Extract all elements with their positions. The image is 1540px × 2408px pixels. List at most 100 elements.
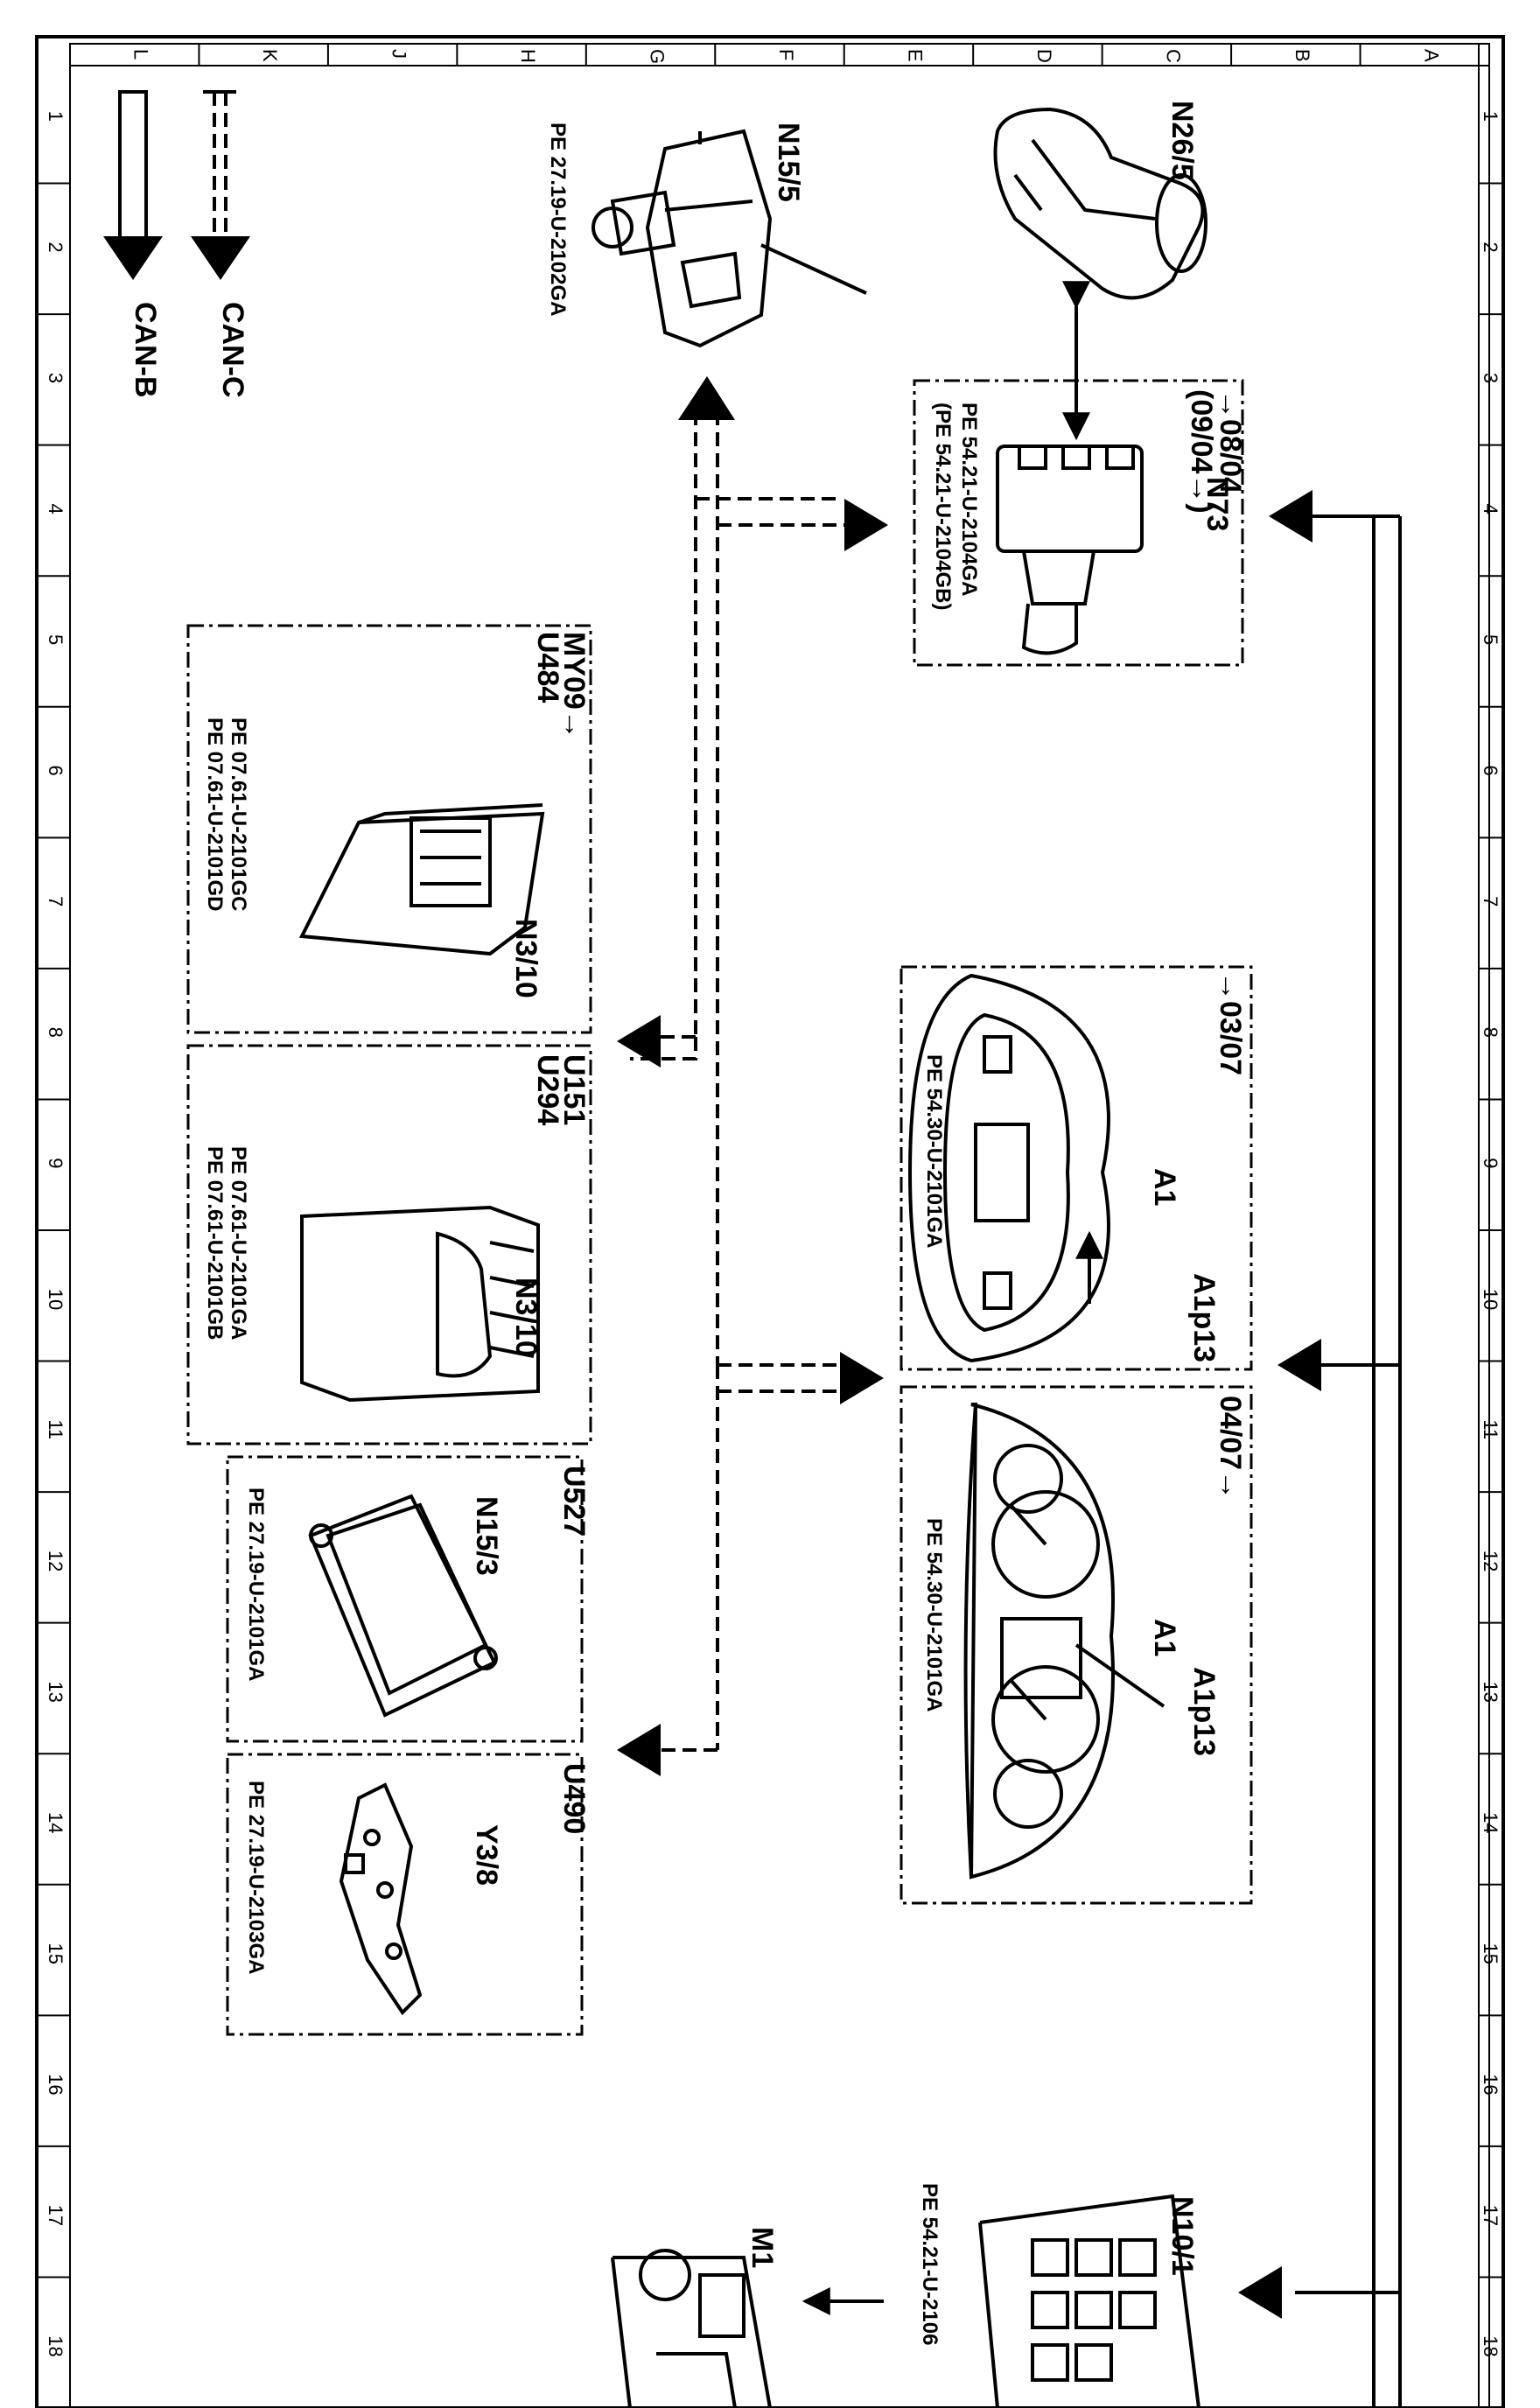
- code-n3-10-u151-2: U294: [531, 1054, 564, 1125]
- row-label-right: 6: [1480, 766, 1502, 776]
- column-label: H: [517, 49, 539, 63]
- row-label-right: 13: [1480, 1681, 1502, 1702]
- component-a1-old: →03/07 A1 A1p13 PE 54.30-U-2101GA: [900, 965, 1253, 1371]
- label-n3-10-my09: N3/10: [509, 919, 542, 998]
- column-label: E: [904, 49, 926, 62]
- row-label-left: 15: [45, 1943, 66, 1964]
- column-label: D: [1033, 49, 1055, 63]
- row-label-left: 2: [45, 242, 66, 252]
- ref-n10-1: PE 54.21-U-2106: [918, 2183, 942, 2345]
- label-n10-1: N10/1: [1166, 2196, 1199, 2276]
- column-label: F: [775, 49, 797, 60]
- row-label-right: 18: [1480, 2335, 1502, 2356]
- row-label-right: 12: [1480, 1550, 1502, 1572]
- row-label-right: 11: [1480, 1419, 1502, 1439]
- column-label: B: [1292, 49, 1313, 62]
- row-label-left: 12: [45, 1550, 66, 1572]
- label-y3-8: Y3/8: [470, 1824, 503, 1886]
- row-label-left: 13: [45, 1681, 66, 1702]
- row-label-left: 9: [45, 1158, 66, 1168]
- legend-can-c: CAN-C: [216, 302, 249, 398]
- ref-n3-10-u151-1: PE 07.61-U-2101GA: [227, 1146, 250, 1340]
- ref-n73-2: (PE 54.21-U-2104GB): [931, 402, 955, 610]
- row-label-right: 15: [1480, 1943, 1502, 1964]
- range-n73-2: (09/04→): [1185, 389, 1218, 514]
- row-label-left: 3: [45, 373, 66, 383]
- ref-n3-10-my09-1: PE 07.61-U-2101GC: [227, 718, 250, 911]
- row-label-right: 5: [1480, 634, 1502, 645]
- fuse-relay-module-icon: [978, 2194, 1200, 2408]
- legend: CAN-C CAN-B: [103, 90, 250, 398]
- row-label-left: 7: [45, 896, 66, 906]
- column-label: L: [130, 49, 152, 60]
- engine-control-unit-2-icon: [300, 1205, 540, 1403]
- component-n10-1: N10/1 PE 54.21-U-2106: [918, 2183, 1200, 2408]
- label-n73: N73: [1200, 477, 1234, 531]
- column-label: G: [647, 49, 668, 64]
- component-n15-3: U527 N15/3 PE 27.19-U-2101GA: [226, 1455, 591, 1743]
- row-label-left: 17: [45, 2205, 66, 2226]
- label-m1: M1: [746, 2227, 779, 2268]
- code-n15-3: U527: [557, 1466, 591, 1536]
- row-label-right: 16: [1480, 2074, 1502, 2095]
- ignition-switch-icon: [993, 107, 1208, 300]
- row-label-left: 11: [45, 1419, 66, 1439]
- ref-n3-10-u151-2: PE 07.61-U-2101GB: [203, 1146, 227, 1340]
- row-label-left: 4: [45, 503, 66, 514]
- row-label-left: 16: [45, 2074, 66, 2095]
- can-c-arrowheads: [617, 376, 888, 1776]
- can-b-bus: [1295, 514, 1402, 2408]
- component-n26-5: N26/5: [993, 101, 1208, 300]
- label-n3-10-u151: N3/10: [509, 1278, 542, 1357]
- engine-control-unit-icon: [298, 803, 545, 956]
- row-label-right: 2: [1480, 242, 1502, 252]
- valve-body-icon: [339, 1782, 423, 2016]
- sub-a1-new: A1p13: [1187, 1667, 1221, 1756]
- row-label-right: 9: [1480, 1158, 1502, 1168]
- label-a1-new: A1: [1148, 1619, 1181, 1656]
- row-label-left: 14: [45, 1812, 66, 1833]
- code-n3-10-u151-1: U151: [557, 1054, 591, 1125]
- range-a1-old: →03/07: [1214, 971, 1247, 1075]
- ref-n3-10-my09-2: PE 07.61-U-2101GD: [203, 718, 227, 911]
- legend-can-b: CAN-B: [129, 302, 162, 398]
- row-label-right: 17: [1480, 2205, 1502, 2226]
- range-n73-1: →08/04: [1214, 389, 1247, 494]
- code-n3-10-my09-2: U484: [531, 632, 564, 703]
- ref-n15-3: PE 27.19-U-2101GA: [244, 1488, 268, 1681]
- component-n73: N73 →08/04 (09/04→) PE 54.21-U-2104GA (P…: [913, 379, 1247, 667]
- label-a1-old: A1: [1148, 1168, 1181, 1206]
- row-label-left: 6: [45, 766, 66, 776]
- ref-a1-old: PE 54.30-U-2101GA: [922, 1054, 946, 1248]
- column-label: K: [259, 49, 281, 62]
- row-label-right: 7: [1480, 896, 1502, 906]
- row-label-left: 10: [45, 1289, 66, 1310]
- row-label-right: 10: [1480, 1289, 1502, 1310]
- ref-a1-new: PE 54.30-U-2101GA: [922, 1518, 946, 1712]
- ref-y3-8: PE 27.19-U-2103GA: [244, 1781, 268, 1974]
- code-y3-8: U490: [557, 1763, 591, 1834]
- ref-n73-1: PE 54.21-U-2104GA: [957, 402, 981, 596]
- transmission-control-unit-icon: [308, 1494, 498, 1718]
- row-label-left: 5: [45, 634, 66, 645]
- column-label: J: [388, 49, 410, 59]
- component-y3-8: U490 Y3/8 PE 27.19-U-2103GA: [226, 1753, 591, 2036]
- column-label: C: [1162, 49, 1184, 63]
- component-n3-10-u151: U151 U294 N3/10 PE 07.61-U-2101GA PE 07.…: [186, 1044, 592, 1446]
- row-label-left: 18: [45, 2335, 66, 2356]
- a1p13-pointer-new: [1074, 1643, 1166, 1708]
- instrument-cluster-icon: [907, 973, 1110, 1363]
- code-n3-10-my09-1: MY09→: [557, 632, 591, 739]
- row-label-right: 14: [1480, 1812, 1502, 1833]
- row-label-left: 1: [45, 111, 66, 122]
- label-n15-3: N15/3: [470, 1496, 503, 1576]
- instrument-cluster-2-icon: [963, 1403, 1115, 1880]
- component-m1: M1: [611, 2227, 779, 2408]
- column-label: A: [1420, 49, 1442, 62]
- sub-a1-old: A1p13: [1187, 1273, 1221, 1362]
- can-c-bus: [630, 411, 844, 1752]
